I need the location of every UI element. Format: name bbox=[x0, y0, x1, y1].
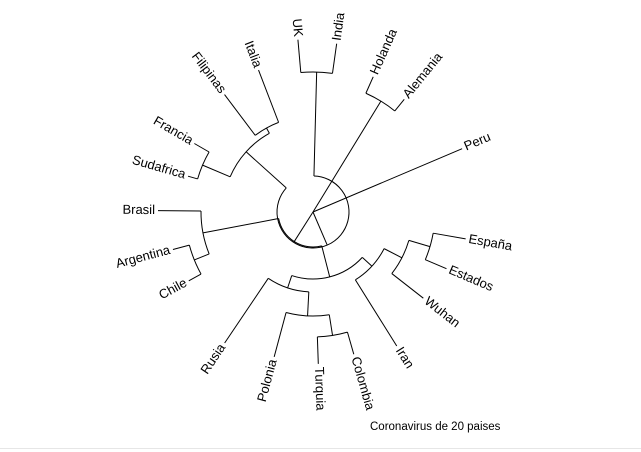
edge-alemania bbox=[394, 98, 405, 112]
leaf-label-alemania: Alemania bbox=[399, 49, 445, 101]
edge-left-lower-cluster bbox=[202, 218, 279, 234]
arc-filipinas-italia bbox=[254, 121, 279, 136]
edge-filipinas-italia bbox=[266, 127, 270, 134]
arc-right-lower-cluster bbox=[355, 248, 385, 281]
arc-left-lower-cluster bbox=[200, 211, 210, 255]
edge-estados bbox=[425, 259, 447, 270]
leaf-label-colombia: Colombia bbox=[348, 355, 378, 413]
arc-upper-group bbox=[276, 175, 350, 249]
edge-holanda-alemania bbox=[312, 100, 382, 213]
edge-argentina-chile bbox=[194, 253, 210, 261]
edge-upper-group bbox=[312, 211, 328, 246]
leaf-label-chile: Chile bbox=[156, 275, 189, 302]
leaf-label-argentina: Argentina bbox=[114, 242, 172, 271]
edge-holanda bbox=[365, 76, 374, 94]
arc-uk-india bbox=[300, 71, 333, 74]
arc-turquia-colombia bbox=[317, 331, 348, 338]
edge-sudafrica-francia bbox=[202, 164, 231, 178]
edge-italia bbox=[258, 69, 280, 123]
leaf-label-turquia: Turquia bbox=[312, 367, 329, 412]
leaf-label-holanda: Holanda bbox=[367, 26, 401, 77]
edge-chile bbox=[188, 273, 202, 282]
edge-sudafrica bbox=[187, 175, 198, 180]
leaf-label-peru: Peru bbox=[462, 129, 493, 154]
edge-rusia-group bbox=[287, 275, 293, 289]
edge-colombia bbox=[346, 332, 355, 355]
edge-peru bbox=[312, 148, 463, 213]
edge-right-lower-cluster bbox=[361, 257, 373, 267]
arc-left-upper-cluster bbox=[229, 132, 270, 178]
edge-lower-group bbox=[293, 211, 314, 242]
leaf-label-polonia: Polonia bbox=[254, 357, 280, 404]
arc-bottom-cluster bbox=[291, 257, 363, 280]
edge-filipinas bbox=[224, 94, 256, 136]
leaf-label-iran: Iran bbox=[393, 344, 418, 371]
edge-wuhan-group bbox=[383, 248, 403, 259]
figure-caption: Coronavirus de 20 paises bbox=[370, 421, 501, 433]
edge-left-upper-cluster bbox=[245, 151, 287, 189]
edge-polonia bbox=[273, 312, 287, 358]
leaf-label-uk: UK bbox=[290, 18, 307, 38]
edge-india bbox=[331, 43, 338, 74]
edge-espana bbox=[433, 232, 466, 240]
edge-turquia-colombia bbox=[328, 314, 334, 336]
edge-bottom-cluster bbox=[321, 245, 331, 278]
leaf-label-rusia: Rusia bbox=[197, 340, 228, 377]
arc-rusia-group bbox=[267, 277, 309, 293]
tree-edges bbox=[158, 39, 466, 364]
arc-holanda-alemania bbox=[365, 92, 396, 112]
edge-polonia-group bbox=[307, 291, 310, 316]
leaf-label-india: India bbox=[329, 11, 348, 42]
edge-uk bbox=[297, 39, 302, 73]
arc-polonia-group bbox=[285, 311, 330, 317]
leaf-label-wuhan: Wuhan bbox=[422, 293, 464, 330]
edge-wuhan bbox=[391, 273, 424, 299]
leaf-label-filipinas: Filipinas bbox=[189, 49, 230, 97]
bottom-divider bbox=[0, 448, 641, 449]
edge-uk-india bbox=[313, 72, 318, 177]
leaf-label-sudafrica: Sudafrica bbox=[131, 152, 189, 182]
edge-turquia bbox=[316, 336, 319, 364]
leaf-label-italia: Italia bbox=[242, 39, 266, 71]
leaf-label-francia: Francia bbox=[151, 113, 197, 148]
edge-argentina bbox=[172, 244, 190, 251]
edge-francia bbox=[194, 143, 210, 153]
edge-rusia bbox=[224, 278, 269, 344]
leaf-label-brasil: Brasil bbox=[122, 202, 155, 217]
arc-wuhan-group bbox=[391, 240, 410, 274]
edge-iran bbox=[354, 279, 398, 347]
arc-lower-group bbox=[278, 218, 322, 248]
edge-espana-estados bbox=[408, 239, 431, 248]
leaf-label-estados: Estados bbox=[447, 262, 497, 294]
leaf-label-espana: España bbox=[467, 231, 514, 254]
